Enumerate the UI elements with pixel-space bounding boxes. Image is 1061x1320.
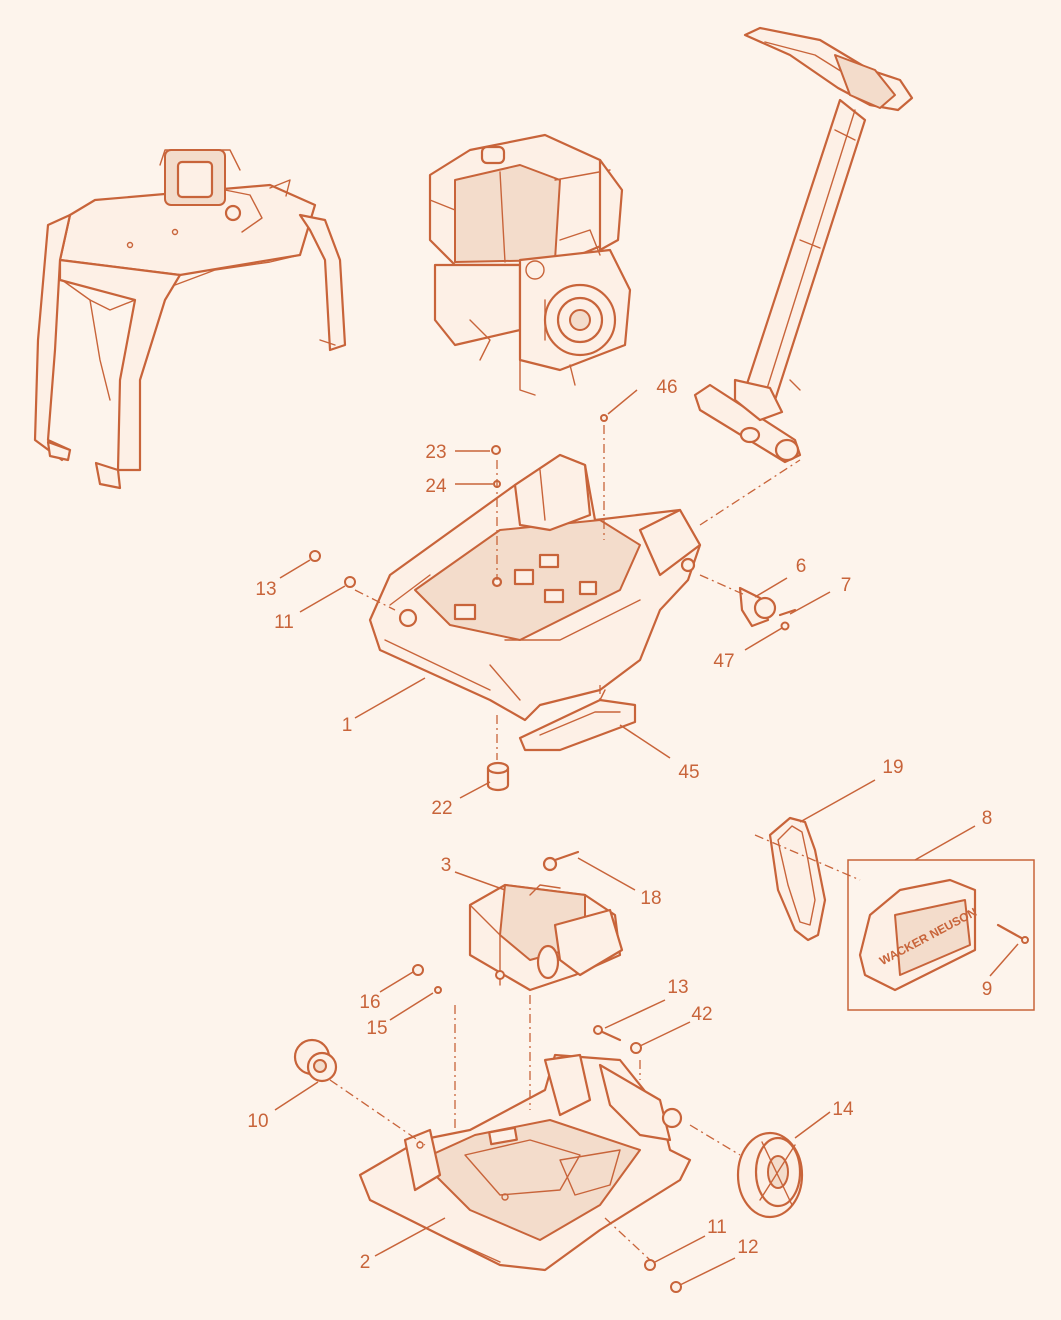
callout-numbers: 23 24 46 13 11 6 7 47 1 45 22 19 8 9 3 1…: [247, 377, 992, 1273]
callout-2: 2: [360, 1252, 371, 1273]
wheel: [736, 1131, 804, 1219]
callout-46: 46: [656, 377, 677, 398]
exciter: [468, 850, 624, 992]
callout-3: 3: [441, 855, 452, 876]
callout-22: 22: [431, 798, 452, 819]
callout-45: 45: [678, 762, 699, 783]
callout-15: 15: [366, 1018, 387, 1039]
callout-19: 19: [882, 757, 903, 778]
callout-9: 9: [982, 979, 993, 1000]
protective-frame: [33, 149, 347, 490]
callout-8: 8: [982, 808, 993, 829]
callout-14: 14: [832, 1099, 854, 1120]
callout-leaders: [274, 389, 1019, 1286]
callout-42: 42: [691, 1004, 712, 1025]
v-belt: [768, 816, 827, 942]
callout-1: 1: [342, 715, 353, 736]
upper-mass-console: [368, 453, 702, 722]
axle-pin: [738, 586, 797, 631]
callout-47: 47: [713, 651, 734, 672]
callout-11-top: 11: [274, 612, 294, 633]
callout-13-bottom: 13: [667, 977, 688, 998]
callout-23: 23: [425, 442, 446, 463]
callout-11-bottom: 11: [707, 1217, 727, 1238]
callout-6: 6: [796, 556, 807, 577]
assembly-centerlines: [329, 425, 861, 1261]
ground-plate: [358, 1053, 692, 1272]
callout-16: 16: [359, 992, 380, 1013]
rubber-buffer: [486, 761, 510, 792]
shock-mount: [293, 1038, 338, 1083]
callout-10: 10: [247, 1111, 268, 1132]
guide-handle: [693, 26, 914, 464]
callout-18: 18: [640, 888, 661, 909]
belt-guard-inset: WACKER NEUSON: [847, 859, 1035, 1011]
hardware-parts: [309, 414, 682, 1293]
callout-7: 7: [841, 575, 852, 596]
callout-12: 12: [737, 1237, 758, 1258]
engine: [428, 133, 632, 396]
callout-24: 24: [425, 476, 447, 497]
callout-13-top: 13: [255, 579, 276, 600]
